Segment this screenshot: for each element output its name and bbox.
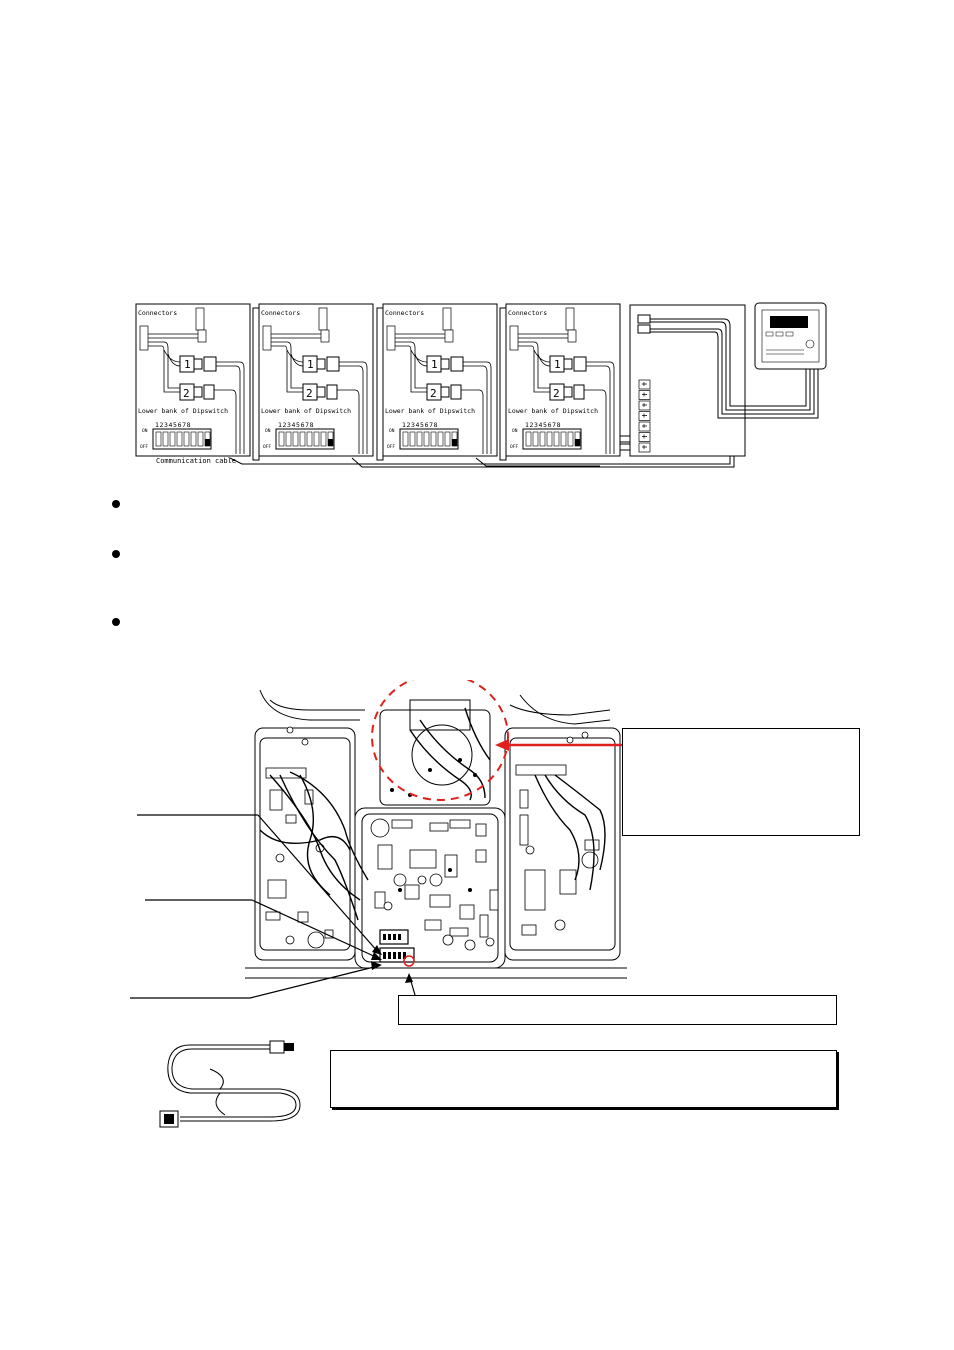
connector-1-label: 1 xyxy=(184,358,191,371)
communication-cable-label: Communication cable xyxy=(156,457,236,465)
connector-1-label: 1 xyxy=(431,358,438,371)
dip-numbers: 12345678 xyxy=(155,421,191,429)
dip-numbers: 12345678 xyxy=(402,421,438,429)
remote-controller xyxy=(754,302,827,370)
dip-on-label: ON xyxy=(265,428,271,434)
connector-1-label: 1 xyxy=(554,358,561,371)
dipswitch-label: Lower bank of Dipswitch xyxy=(261,407,351,415)
dip-off-label: OFF xyxy=(140,444,148,450)
dip-off-label: OFF xyxy=(263,444,271,450)
connectors-label: Connectors xyxy=(138,309,177,317)
bullet-2: • xyxy=(112,550,120,558)
connector-area-highlight xyxy=(371,680,509,801)
dip-off-label: OFF xyxy=(387,444,395,450)
connector-2-label: 2 xyxy=(430,387,437,400)
connector-2-label: 2 xyxy=(183,387,190,400)
connector-highlight xyxy=(403,955,415,967)
callout-box-dipswitch xyxy=(398,995,837,1025)
terminal xyxy=(638,379,651,390)
dip-off-label: OFF xyxy=(510,444,518,450)
connector-1-label: 1 xyxy=(307,358,314,371)
terminal xyxy=(638,411,651,421)
dip-on-label: ON xyxy=(512,428,518,434)
dipswitch-label: Lower bank of Dipswitch xyxy=(385,407,475,415)
dip-on-label: ON xyxy=(389,428,395,434)
red-arrow xyxy=(495,739,623,751)
dip-on-label: ON xyxy=(142,428,148,434)
connectors-label: Connectors xyxy=(261,309,300,317)
dip-numbers: 12345678 xyxy=(278,421,314,429)
bullet-3: • xyxy=(112,618,120,626)
connector-2-label: 2 xyxy=(553,387,560,400)
dipswitch-label: Lower bank of Dipswitch xyxy=(138,407,228,415)
terminal xyxy=(638,400,651,411)
terminal xyxy=(638,442,651,453)
cable-illustration xyxy=(159,1040,301,1128)
bullet-1: • xyxy=(112,500,120,508)
terminal xyxy=(638,421,651,432)
connectors-label: Connectors xyxy=(508,309,547,317)
dipswitch-label: Lower bank of Dipswitch xyxy=(508,407,598,415)
terminal xyxy=(638,432,651,442)
dip-numbers: 12345678 xyxy=(525,421,561,429)
terminal xyxy=(638,390,651,400)
connector-2-label: 2 xyxy=(306,387,313,400)
connectors-label: Connectors xyxy=(385,309,424,317)
pcb-illustration xyxy=(245,680,627,979)
terminal-panel xyxy=(619,304,819,457)
callout-box-right xyxy=(622,728,860,836)
callout-box-cable xyxy=(330,1050,837,1108)
